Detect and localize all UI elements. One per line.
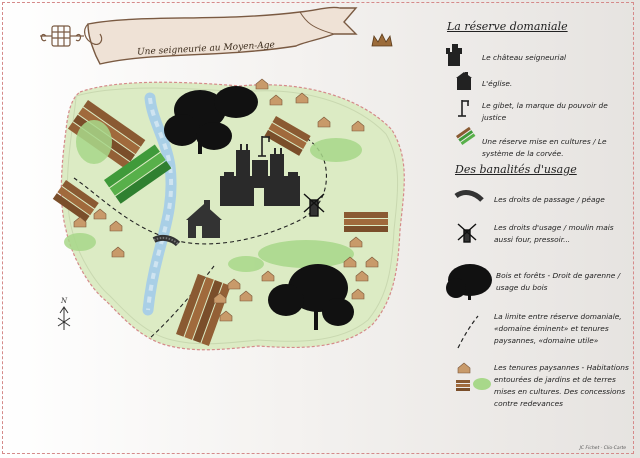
- gallows: [258, 136, 270, 157]
- windmill-icon: [457, 223, 477, 243]
- legend-section-banalites-title: Des banalités d'usage: [455, 163, 577, 176]
- legend-item-bridge: Les droits de passage / péage: [494, 195, 605, 204]
- peasant-holdings-icon: [456, 362, 491, 391]
- title-banner: [84, 6, 358, 65]
- forest-icon: [446, 264, 492, 300]
- coat-of-arms-icon: [40, 25, 84, 47]
- bridge-icon: [454, 190, 484, 202]
- church: [186, 200, 222, 238]
- windmill: [303, 193, 325, 217]
- legend-item-windmill: Les droits d'usage / moulin mais aussi f…: [494, 223, 614, 244]
- crown-icon: [371, 33, 393, 47]
- legend-item-gallows: Le gibet, la marque du pouvoir de justic…: [482, 101, 608, 122]
- castle-icon: [446, 44, 462, 66]
- legend-item-forest: Bois et forêts - Droit de garenne / usag…: [496, 271, 621, 292]
- reserve-fields-icon: [456, 126, 476, 146]
- gallows-icon: [458, 100, 469, 117]
- credit-text: JC Fichet - Clio-Carte: [579, 446, 626, 451]
- north-arrow-icon: [57, 306, 71, 330]
- castle: [220, 144, 300, 206]
- legend-section-reserve-title: La réserve domaniale: [447, 20, 568, 33]
- north-label: N: [61, 297, 68, 305]
- legend-item-boundary: La limite entre réserve domaniale, «doma…: [494, 312, 622, 345]
- forest: [164, 86, 354, 330]
- legend-item-reserve: Une réserve mise en cultures / Le systèm…: [482, 137, 607, 158]
- legend-item-church: L'église.: [482, 79, 513, 88]
- legend-item-peasant-holdings: Les tenures paysannes - Habitations ento…: [494, 363, 629, 408]
- legend-item-castle: Le château seigneurial: [482, 53, 567, 62]
- peasant-houses: [73, 78, 379, 322]
- legend-icons: [446, 44, 492, 391]
- boundary-line-icon: [457, 315, 479, 349]
- bridge: [152, 234, 181, 247]
- church-icon: [456, 72, 472, 90]
- gardens: [64, 120, 362, 272]
